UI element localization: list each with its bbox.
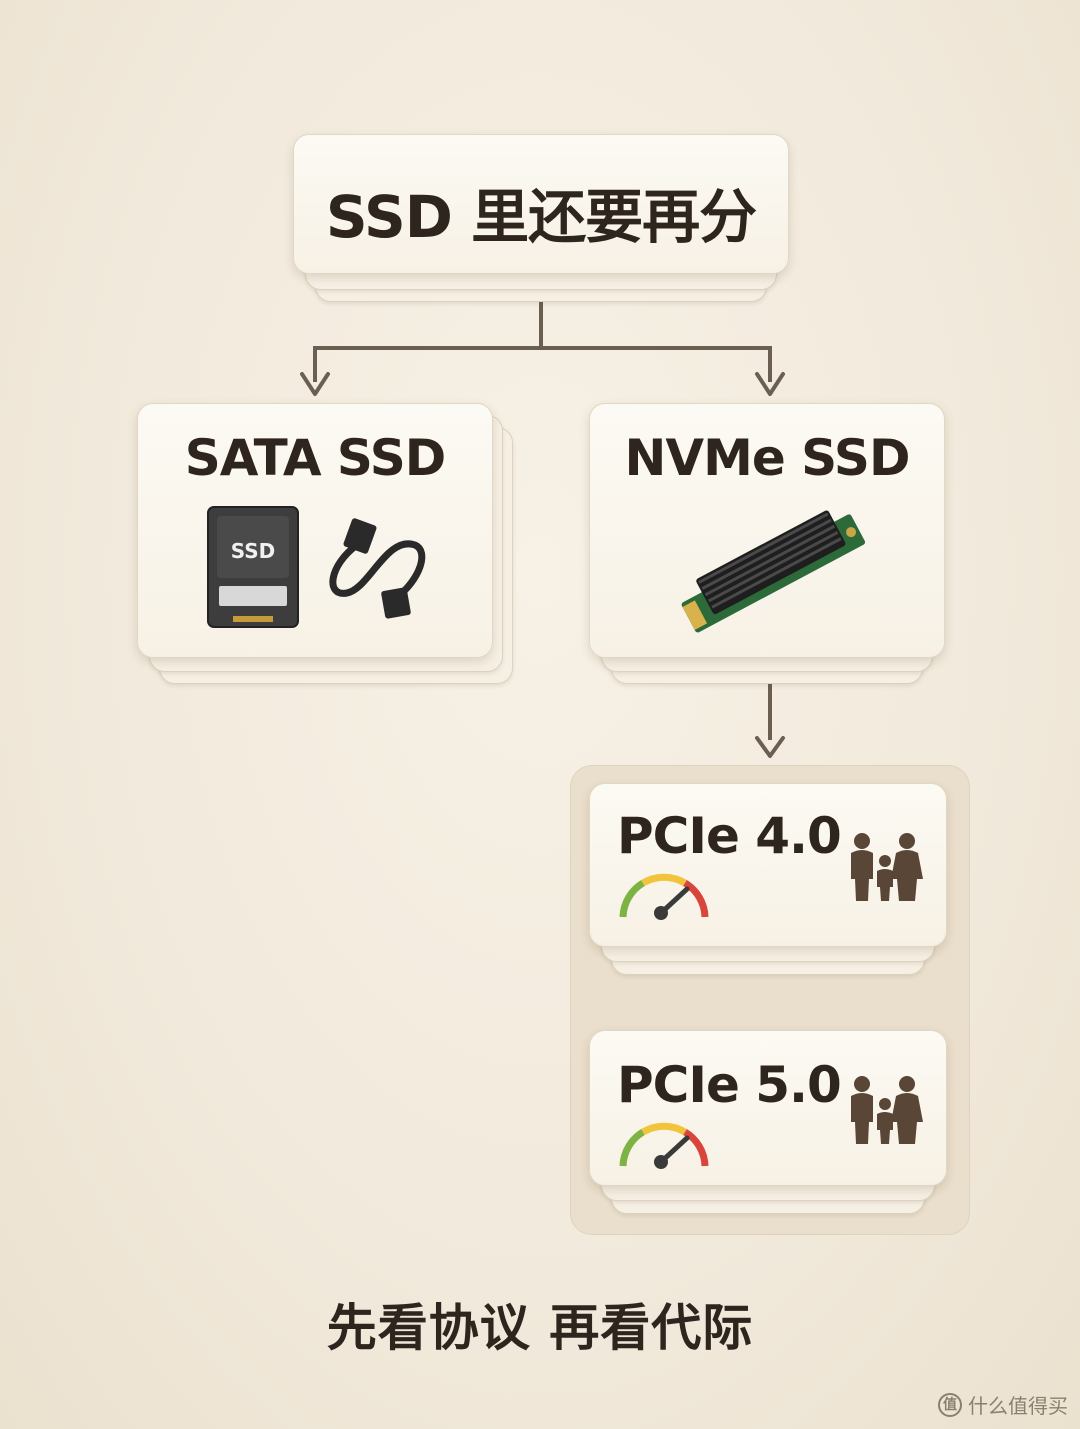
caption: 先看协议 再看代际 [326,1299,754,1357]
ssd-drive-label: SSD [231,539,276,563]
sata-cable-icon [329,518,426,619]
pcie4-title: PCIe 4.0 [617,807,842,865]
watermark: 值 什么值得买 [938,1390,1068,1419]
root-node: SSD 里还要再分 [293,134,789,302]
pcie5-node: PCIe 5.0 [589,1030,947,1214]
pcie5-title: PCIe 5.0 [617,1056,842,1114]
family-icon [851,1076,923,1144]
nvme-ssd-node: NVMe SSD [589,403,945,684]
arrowhead-nvme [755,372,785,396]
nvme-ssd-title: NVMe SSD [624,429,911,487]
watermark-logo-icon: 值 [938,1392,962,1417]
family-icon [851,833,923,901]
m2-ssd-heatsink-icon [681,510,866,633]
arrowhead-pcie4 [755,736,785,758]
sata-ssd-node: SATA SSD SSD [137,403,513,684]
pcie4-node: PCIe 4.0 [589,783,947,975]
root-title: SSD 里还要再分 [325,183,757,251]
speedometer-icon [619,873,709,920]
ssd-drive-icon: SSD [207,506,299,628]
sata-ssd-title: SATA SSD [184,429,446,487]
arrowhead-sata [300,372,330,396]
speedometer-icon [619,1122,709,1169]
watermark-text: 什么值得买 [968,1394,1068,1418]
